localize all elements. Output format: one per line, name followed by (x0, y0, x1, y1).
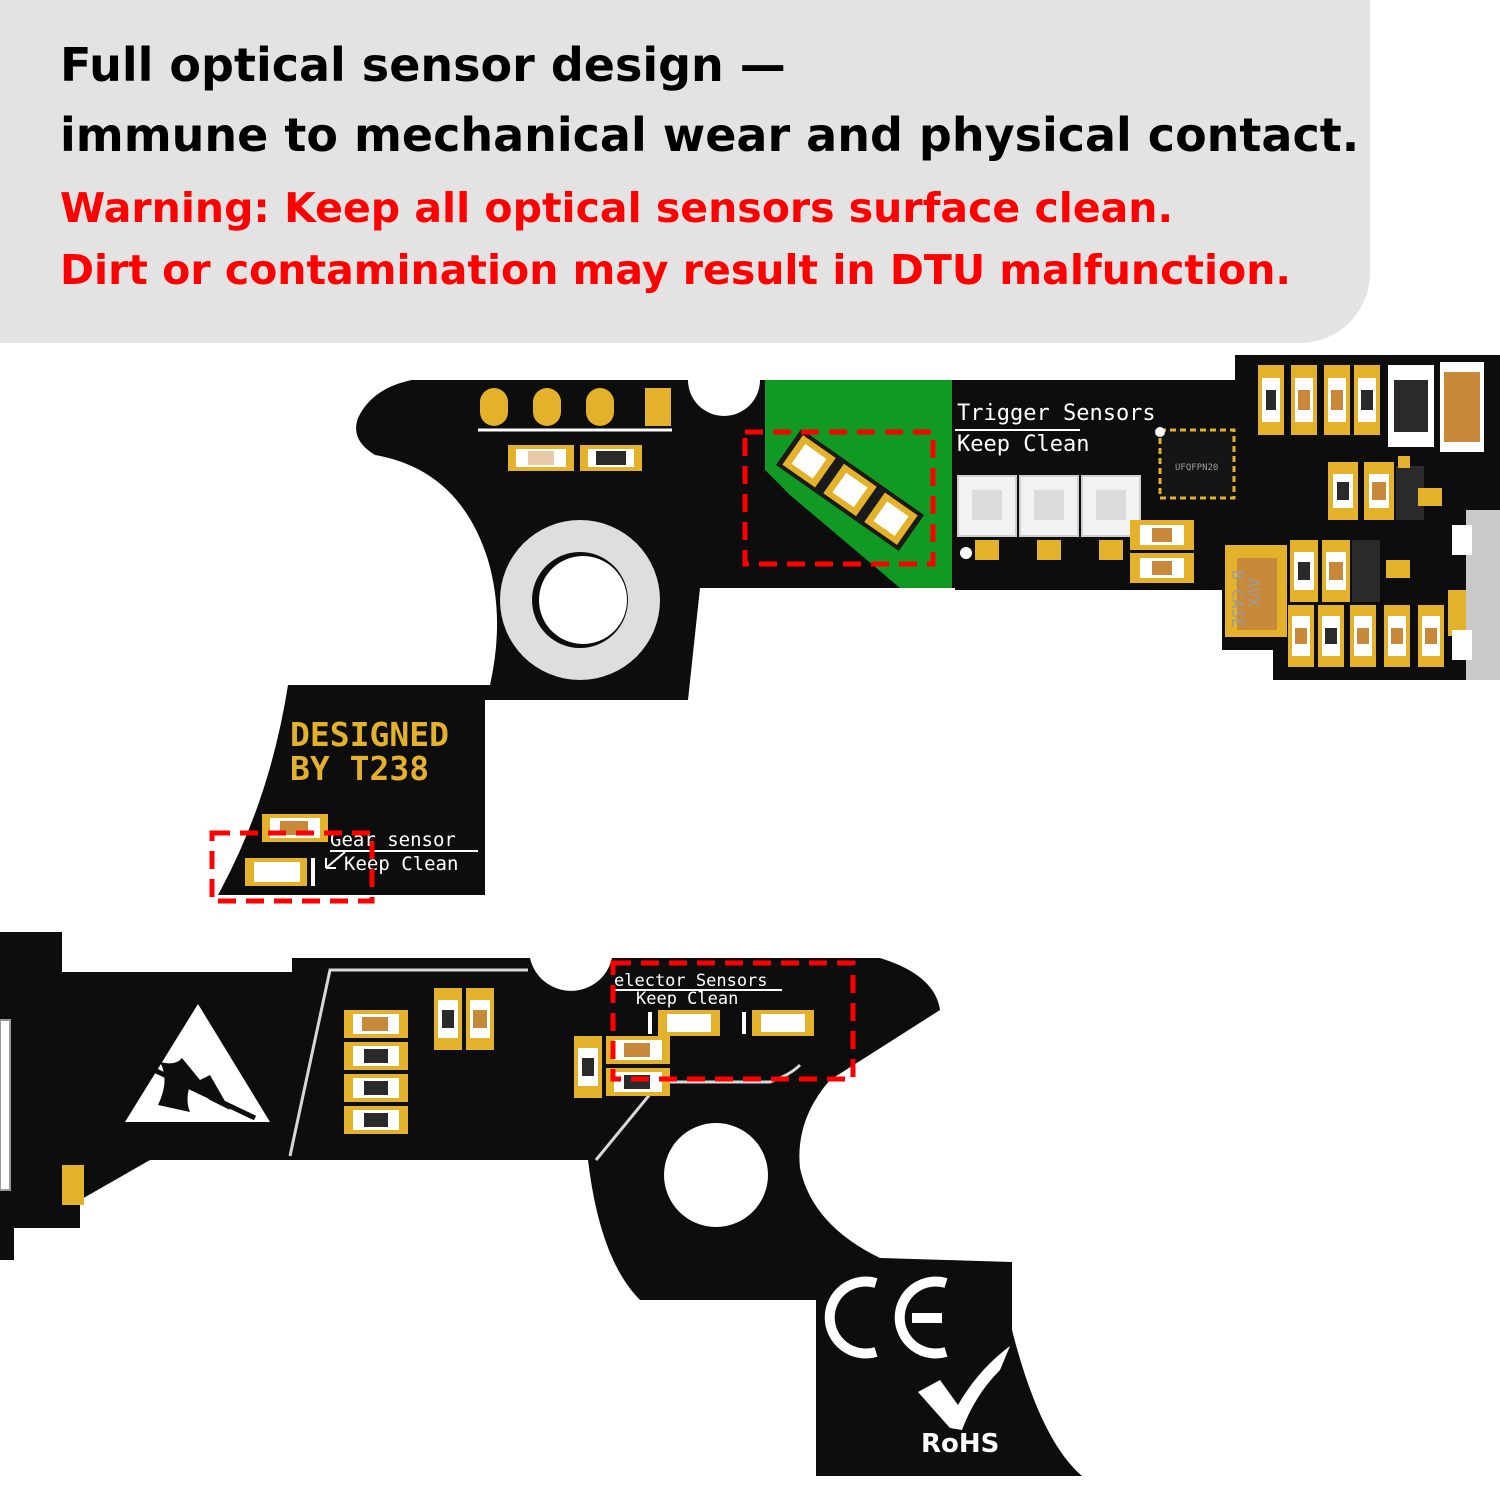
cap-label-avx: AVX (1244, 578, 1263, 607)
rohs-label: RoHS (921, 1429, 999, 1459)
cap-label-bcase: B-CASE (1228, 570, 1247, 628)
bottom-component-cluster (344, 988, 670, 1134)
selector-optical-sensors (648, 1010, 814, 1036)
warning-line-1: Warning: Keep all optical sensors surfac… (60, 184, 1174, 232)
designed-by-line-2: BY T238 (290, 749, 429, 788)
right-component-cluster: AVX B-CASE (1130, 362, 1500, 680)
trigger-sensor-highlight (742, 429, 936, 567)
bottom-pcb-outline (0, 932, 1082, 1476)
designed-by-line-1: DESIGNED (290, 715, 449, 754)
top-header-pads (478, 388, 672, 432)
bottom-silk-outline (288, 968, 802, 1161)
headline-line-1: Full optical sensor design — (60, 38, 786, 92)
selector-sensor-highlight (610, 960, 856, 1082)
bottom-mounting-hole (664, 1123, 768, 1227)
rohs-check-icon (918, 1346, 1010, 1430)
trigger-keep-clean-label: Keep Clean (957, 432, 1089, 457)
trigger-sensors-label: Trigger Sensors (957, 401, 1156, 426)
selector-sensors-label: elector Sensors (614, 971, 768, 991)
bottom-pcb-board (0, 932, 1082, 1476)
mcu-chip-label: UFQFPN20 (1175, 463, 1218, 473)
esd-warning-icon (125, 1004, 270, 1122)
warning-line-2: Dirt or contamination may result in DTU … (60, 246, 1291, 294)
trigger-optical-sensors (775, 428, 925, 552)
mcu-chip: UFQFPN20 (1150, 425, 1242, 505)
trigger-connector-blocks (957, 475, 1141, 560)
headline-banner: Full optical sensor design — immune to m… (0, 0, 1370, 343)
ce-mark-icon (824, 1276, 948, 1359)
headline-line-2: immune to mechanical wear and physical c… (60, 108, 1360, 162)
top-mounting-hole (500, 520, 660, 680)
gear-sensor-label: Gear sensor (330, 829, 456, 851)
top-smd-pair (508, 445, 642, 471)
gear-keep-clean-label: Keep Clean (344, 853, 458, 875)
gear-sensor-highlight (209, 830, 375, 904)
selector-keep-clean-label: Keep Clean (636, 989, 738, 1009)
